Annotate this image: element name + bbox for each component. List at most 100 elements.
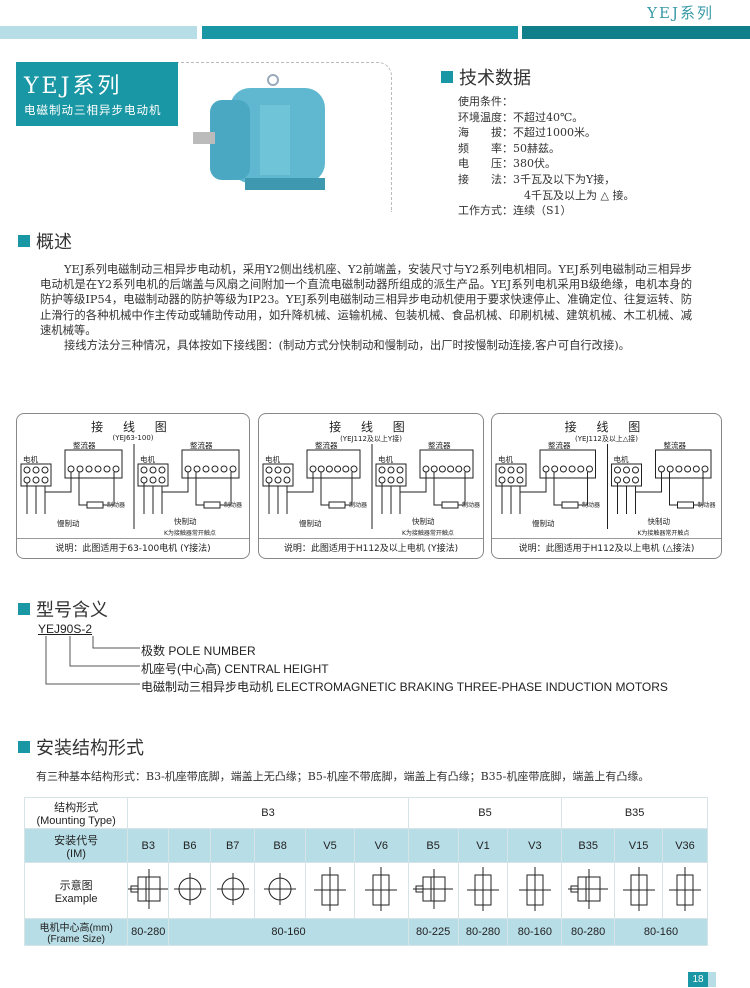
mounting-diagram-cell <box>561 862 616 919</box>
motor-image <box>193 74 325 190</box>
model-item-height: 机座号(中心高) CENTRAL HEIGHT <box>141 662 329 676</box>
diagram-title: 接 线 图 <box>329 420 413 434</box>
mounting-v5-icon <box>313 867 346 911</box>
wiring-schematic <box>20 444 240 529</box>
mounting-diagram-cell <box>210 862 256 919</box>
slow-brake-label: 慢制动 <box>57 519 80 528</box>
mounting-diagram-cell <box>127 862 170 919</box>
mounting-v36-icon <box>668 867 701 911</box>
size-cell: 80-280 <box>561 918 616 946</box>
mounting-diagram-cell <box>614 862 663 919</box>
diagram-subtitle: (YEJ63-100) <box>112 434 154 442</box>
model-item-pole: 极数 POLE NUMBER <box>141 644 256 658</box>
section-square-icon <box>441 71 453 83</box>
header-bar-light <box>0 26 197 39</box>
table-row: 电机中心高(mm)(Frame Size) 80-280 80-160 80-2… <box>23 918 708 946</box>
tech-line: 频 率：50赫兹。 <box>458 141 560 155</box>
overview-paragraph: YEJ系列电磁制动三相异步电动机，采用Y2侧出线机座、Y2前端盖，安装尺寸与Y2… <box>40 263 692 337</box>
mounting-v6-icon <box>365 867 398 911</box>
page-number-tab <box>708 972 716 987</box>
size-cell: 80-280 <box>457 918 509 946</box>
mounting-v15-icon <box>622 867 655 911</box>
diagram-caption: 说明：此图适用于63-100电机 (Y接法) <box>17 538 249 558</box>
wiring-diagram: 接 线 图 (YEJ112及以上△接) 电机 电机 整流器 整流器 制动器 制动… <box>491 413 722 559</box>
mounting-diagram-cell <box>507 862 563 919</box>
product-title: YEJ系列 <box>24 74 123 99</box>
section-square-icon <box>18 603 30 615</box>
code-cell: B7 <box>210 828 256 863</box>
brake-label: 制动器 <box>697 502 716 509</box>
mounting-diagram-cell <box>661 862 709 919</box>
model-title: 型号含义 <box>36 600 108 621</box>
tech-title: 技术数据 <box>459 68 531 89</box>
mounting-b6-icon <box>173 873 206 905</box>
mounting-diagram-cell <box>457 862 509 919</box>
page-number: 18 <box>688 972 708 987</box>
diagram-subtitle: (YEJ112及以上△接) <box>575 435 638 443</box>
model-heading: 型号含义 <box>18 596 108 622</box>
slow-brake-label: 慢制动 <box>532 519 555 528</box>
diagram-caption: 说明：此图适用于H112及以上电机 (Y接法) <box>259 538 483 558</box>
brake-label: 制动器 <box>107 502 126 509</box>
row-label: 电机中心高(mm)(Frame Size) <box>23 918 129 946</box>
rectifier-label: 整流器 <box>73 441 96 450</box>
overview-paragraph: 接线方法分三种情况，具体按如下接线图：(制动方式分快制动和慢制动，出厂时按慢制动… <box>64 339 630 353</box>
wiring-schematic <box>262 444 474 529</box>
product-label: YEJ系列 电磁制动三相异步电动机 <box>16 62 178 126</box>
mounting-diagram-cell <box>254 862 307 919</box>
overview-text: YEJ系列电磁制动三相异步电动机，采用Y2侧出线机座、Y2前端盖，安装尺寸与Y2… <box>40 262 692 353</box>
size-cell: 80-160 <box>614 918 708 946</box>
rectifier-label: 整流器 <box>428 441 451 450</box>
motor-label: 电机 <box>498 455 513 464</box>
motor-label: 电机 <box>265 455 280 464</box>
mounting-diagram-cell <box>305 862 355 919</box>
size-cell: 80-160 <box>507 918 563 946</box>
brake-label: 制动器 <box>462 502 481 509</box>
brake-label: 制动器 <box>582 502 601 509</box>
code-cell: V6 <box>353 828 409 863</box>
tech-heading: 技术数据 <box>441 64 531 90</box>
motor-label: 电机 <box>23 455 38 464</box>
tech-data: 使用条件： 环境温度：不超过40℃。 海 拔：不超过1000米。 频 率：50赫… <box>458 94 634 219</box>
rectifier-label: 整流器 <box>190 441 213 450</box>
section-square-icon <box>18 741 30 753</box>
slow-brake-label: 慢制动 <box>299 519 322 528</box>
code-cell: B8 <box>254 828 307 863</box>
diagram-title: 接 线 图 <box>564 420 649 434</box>
tech-line: 环境温度：不超过40℃。 <box>458 110 584 124</box>
code-cell: V3 <box>507 828 563 863</box>
rectifier-label: 整流器 <box>315 441 338 450</box>
wiring-schematic <box>495 444 712 529</box>
motor-label: 电机 <box>140 455 155 464</box>
group-cell: B35 <box>561 797 708 829</box>
code-cell: V15 <box>614 828 663 863</box>
tech-line: 接 法：3千瓦及以下为Y接， <box>458 172 616 186</box>
header-bar-mid <box>202 26 518 39</box>
tech-line: 使用条件： <box>458 95 513 108</box>
mounting-b7-icon <box>216 873 249 905</box>
code-cell: B35 <box>561 828 616 863</box>
header-bar-dark <box>522 26 750 39</box>
contact-note: K为接触器常开触点 <box>164 530 216 537</box>
model-code: YEJ90S-2 <box>38 622 93 636</box>
mounting-table: 结构形式(Mounting Type) B3 B5 B35 安装代号(IM) B… <box>23 797 709 946</box>
model-item-type: 电磁制动三相异步电动机 ELECTROMAGNETIC BRAKING THRE… <box>141 680 668 694</box>
tech-line: 海 拔：不超过1000米。 <box>458 126 596 140</box>
code-cell: V36 <box>661 828 709 863</box>
mounting-intro: 有三种基本结构形式：B3-机座带底脚，端盖上无凸缘；B5-机座不带底脚，端盖上有… <box>36 770 650 783</box>
table-row: 结构形式(Mounting Type) B3 B5 B35 <box>23 797 708 829</box>
mounting-diagram-cell <box>168 862 212 919</box>
mounting-b35-icon <box>568 869 609 909</box>
code-cell: V5 <box>305 828 355 863</box>
tech-line: 电 压：380伏。 <box>458 157 556 171</box>
mounting-title: 安装结构形式 <box>36 738 144 759</box>
mounting-b3-icon <box>128 869 169 909</box>
wiring-diagram: 接 线 图 (YEJ63-100) 电机 电机 整流器 整流器 制动器 制动器 … <box>16 413 250 559</box>
rectifier-label: 整流器 <box>663 441 687 450</box>
mounting-v1-icon <box>467 867 499 911</box>
overview-title: 概述 <box>36 232 72 253</box>
contact-note: K为接触器常开触点 <box>637 530 690 537</box>
